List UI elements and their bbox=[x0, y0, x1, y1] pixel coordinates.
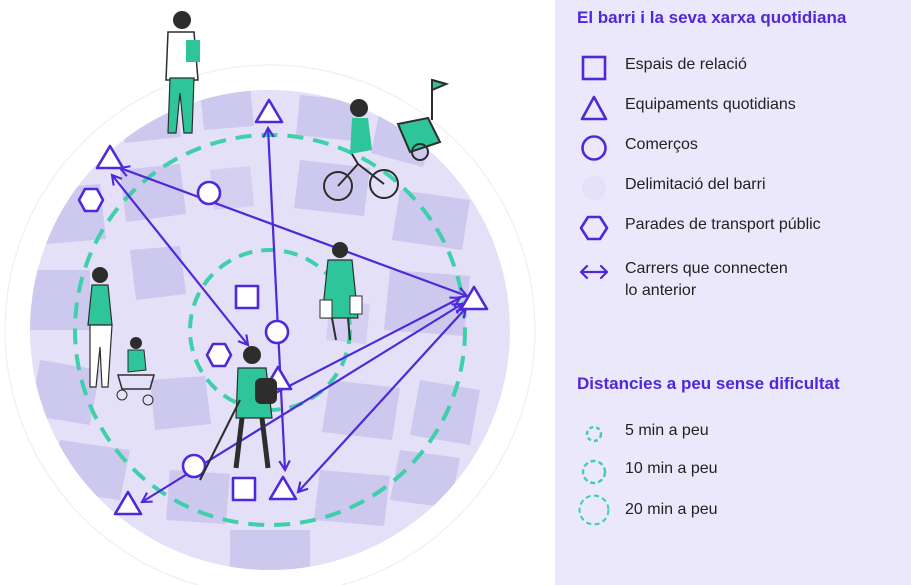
triangle-icon bbox=[95, 144, 125, 170]
medium-dashed-circle-icon bbox=[581, 459, 607, 485]
cyclist-with-trailer-icon bbox=[323, 78, 449, 201]
legend-item-shops: Comerços bbox=[577, 134, 698, 162]
network-symbols bbox=[77, 98, 489, 516]
outer-guide-circle bbox=[4, 64, 536, 585]
legend-label: Comerços bbox=[625, 136, 698, 153]
legend-item-daily-facilities: Equipaments quotidians bbox=[577, 94, 796, 122]
filled-circle-icon bbox=[582, 176, 606, 200]
legend-item-connecting-streets: Carrers que connecten lo anterior bbox=[577, 258, 788, 302]
circle-icon bbox=[181, 453, 207, 479]
legend-label: 10 min a peu bbox=[625, 460, 718, 477]
legend-label-line: Carrers que connecten bbox=[625, 260, 788, 277]
blind-walker-icon bbox=[199, 346, 277, 481]
person-walking-icon bbox=[165, 11, 200, 134]
legend-label: Delimitació del barri bbox=[625, 176, 766, 193]
legend-item-20-min: 20 min a peu bbox=[577, 490, 718, 530]
neighbourhood-map bbox=[4, 11, 536, 585]
shopper-icon bbox=[319, 242, 363, 341]
legend-panel: El barri i la seva xarxa quotidiana Espa… bbox=[555, 0, 911, 585]
legend-label: 20 min a peu bbox=[625, 501, 718, 518]
legend-label: 5 min a peu bbox=[625, 422, 709, 439]
legend-title-network: El barri i la seva xarxa quotidiana bbox=[577, 8, 847, 27]
square-icon bbox=[234, 284, 260, 310]
square-icon bbox=[581, 55, 607, 81]
legend-title-distances: Distancies a peu sense dificultat bbox=[577, 374, 840, 393]
legend-label: Equipaments quotidians bbox=[625, 96, 796, 113]
legend-item-neighbourhood-boundary: Delimitació del barri bbox=[577, 174, 766, 202]
legend-label: Carrers que connecten lo anterior bbox=[625, 258, 788, 302]
connecting-streets bbox=[110, 125, 469, 504]
square-icon bbox=[231, 476, 257, 502]
legend-item-relationship-spaces: Espais de relació bbox=[577, 54, 747, 82]
legend-label: Parades de transport públic bbox=[625, 216, 821, 233]
triangle-icon bbox=[580, 95, 608, 121]
legend-item-transport-stops: Parades de transport públic bbox=[577, 214, 821, 242]
hexagon-icon bbox=[579, 215, 609, 241]
circle-icon bbox=[196, 180, 222, 206]
legend-item-10-min: 10 min a peu bbox=[577, 458, 718, 486]
hexagon-icon bbox=[77, 187, 105, 213]
legend-label: Espais de relació bbox=[625, 56, 747, 73]
triangle-icon bbox=[113, 490, 143, 516]
small-dashed-circle-icon bbox=[585, 425, 603, 443]
triangle-icon bbox=[268, 475, 298, 501]
triangle-icon bbox=[459, 285, 489, 311]
hexagon-icon bbox=[205, 342, 233, 368]
double-arrow-icon bbox=[579, 264, 609, 280]
legend-item-5-min: 5 min a peu bbox=[577, 420, 709, 448]
large-dashed-circle-icon bbox=[578, 494, 610, 526]
triangle-icon bbox=[254, 98, 284, 124]
legend-label-line: lo anterior bbox=[625, 282, 697, 299]
parent-with-child-icon bbox=[87, 267, 155, 406]
circle-icon bbox=[581, 135, 607, 161]
circle-icon bbox=[264, 319, 290, 345]
